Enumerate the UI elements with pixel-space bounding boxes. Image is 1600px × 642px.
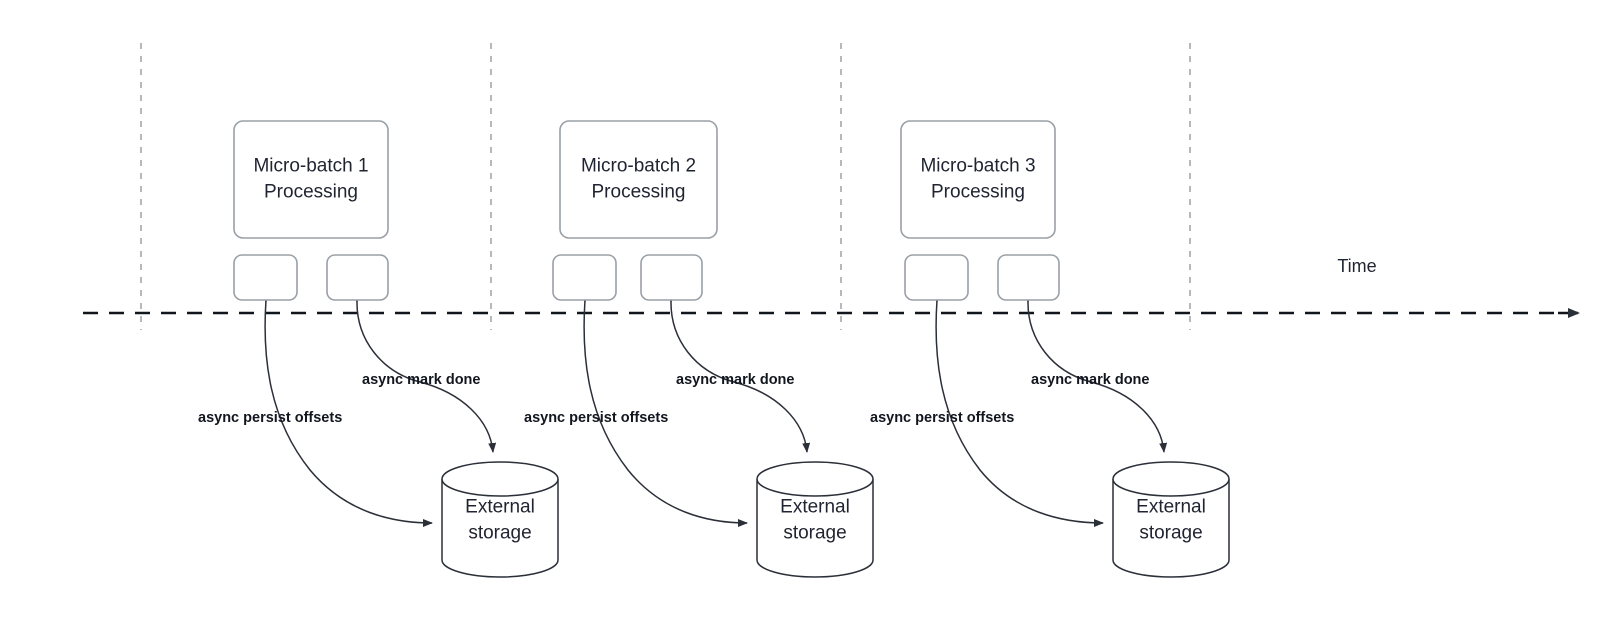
external-storage-label-line2: storage: [468, 523, 531, 544]
async-mark-done-label: async mark done: [676, 372, 794, 388]
external-storage-label-line1: External: [780, 497, 850, 518]
micro-batch-box[interactable]: [900, 120, 1056, 239]
async-persist-offsets-arrow: [264, 299, 433, 527]
external-storage-label-line2: storage: [1139, 523, 1202, 544]
persist-offsets-task-box[interactable]: [552, 254, 617, 301]
mark-done-task-box[interactable]: [326, 254, 389, 301]
external-storage-cylinder-top: [441, 461, 559, 497]
micro-batch-label-line1: Micro-batch 2: [581, 156, 696, 177]
external-storage-label-line1: External: [465, 497, 535, 518]
external-storage-label-line1: External: [1136, 497, 1206, 518]
external-storage-cylinder-body[interactable]: [756, 479, 874, 578]
async-mark-done-arrow: [1027, 299, 1168, 453]
async-persist-offsets-label: async persist offsets: [870, 410, 1014, 426]
async-mark-done-label: async mark done: [1031, 372, 1149, 388]
async-persist-offsets-label: async persist offsets: [198, 410, 342, 426]
time-axis-label: Time: [1337, 256, 1376, 276]
persist-offsets-task-box[interactable]: [904, 254, 969, 301]
async-mark-done-arrow: [356, 299, 497, 453]
external-storage-cylinder-top: [1112, 461, 1230, 497]
async-mark-done-arrow: [670, 299, 811, 453]
async-persist-offsets-arrow: [935, 299, 1104, 527]
mark-done-task-box[interactable]: [640, 254, 703, 301]
axis-label-group: Time: [1337, 256, 1376, 276]
micro-batch-label-line1: Micro-batch 3: [920, 156, 1035, 177]
mark-done-task-box[interactable]: [997, 254, 1060, 301]
external-storage-label-line2: storage: [783, 523, 846, 544]
edge-labels-group: async persist offsets async mark done asyn…: [198, 372, 1149, 426]
tick-lines-group: [140, 43, 1191, 330]
micro-batch-label-line2: Processing: [592, 182, 686, 203]
external-storage-cylinder-body[interactable]: [441, 479, 559, 578]
micro-batch-label-line1: Micro-batch 1: [253, 156, 368, 177]
async-persist-offsets-label: async persist offsets: [524, 410, 668, 426]
async-mark-done-label: async mark done: [362, 372, 480, 388]
async-persist-offsets-arrow: [583, 299, 748, 527]
micro-batch-label-line2: Processing: [931, 182, 1025, 203]
persist-offsets-task-box[interactable]: [233, 254, 298, 301]
micro-batch-label-line2: Processing: [264, 182, 358, 203]
external-storage-cylinder-body[interactable]: [1112, 479, 1230, 578]
external-storage-cylinder-top: [756, 461, 874, 497]
micro-batch-box[interactable]: [233, 120, 389, 239]
micro-batch-box[interactable]: [559, 120, 718, 239]
